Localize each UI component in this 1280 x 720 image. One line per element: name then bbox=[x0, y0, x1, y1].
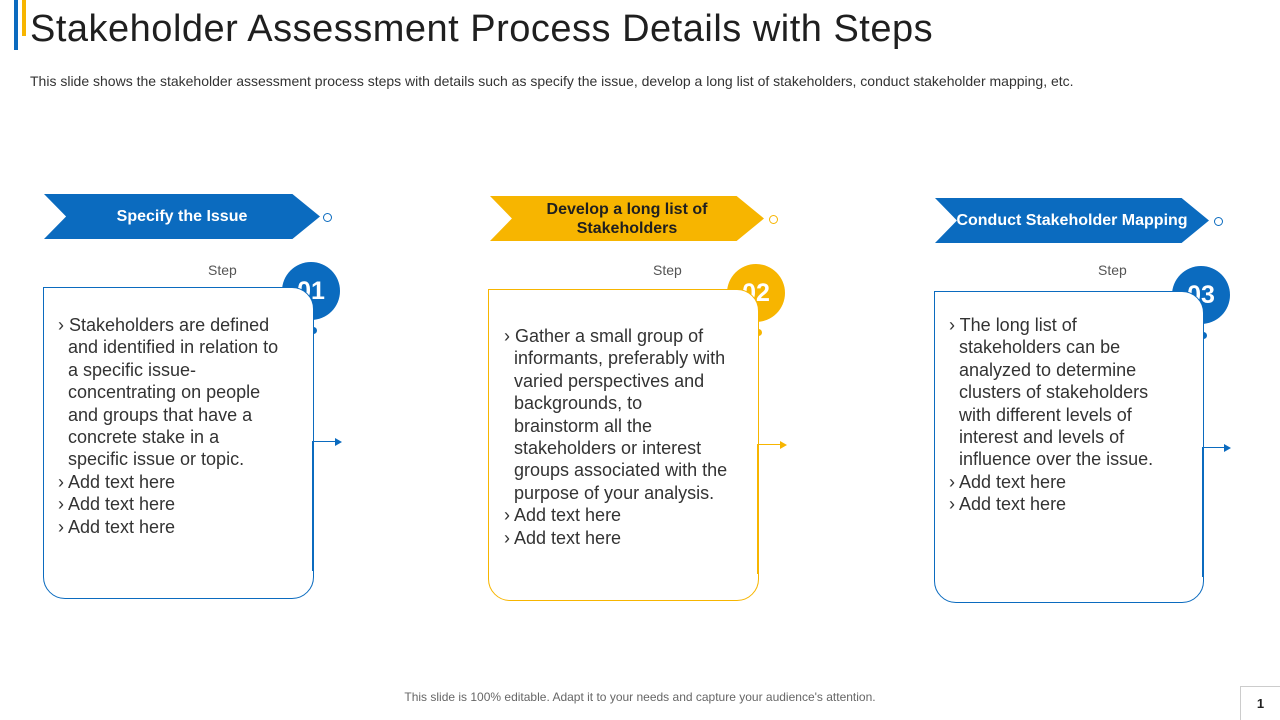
step-3-line-3: analyzed to determine bbox=[959, 359, 1137, 380]
step-2-line-2: informants, preferably with bbox=[514, 348, 726, 369]
step-2-text: › Gather a small group of informants, pr… bbox=[504, 325, 749, 549]
step-1-text: › Stakeholders are defined and identifie… bbox=[58, 314, 303, 538]
step-3-text: › The long list of stakeholders can be a… bbox=[949, 314, 1194, 516]
step-3-banner: Conduct Stakeholder Mapping bbox=[935, 198, 1209, 243]
step-3-arrow-icon bbox=[1224, 443, 1231, 452]
step-1-ring-marker bbox=[323, 213, 332, 222]
footer-note: This slide is 100% editable. Adapt it to… bbox=[404, 690, 876, 704]
page-number: 1 bbox=[1240, 686, 1280, 720]
step-3-label: Step bbox=[1098, 262, 1127, 278]
step-2-line-10: › Add text here bbox=[504, 527, 622, 548]
page-title: Stakeholder Assessment Process Details w… bbox=[30, 8, 934, 50]
step-3-line-6: interest and levels of bbox=[959, 427, 1125, 448]
step-2-connector-horizontal bbox=[757, 444, 781, 445]
title-accent-bar bbox=[14, 0, 18, 50]
step-3-line-9: › Add text here bbox=[949, 494, 1067, 515]
process-step-1: Specify the Issue Step 01 › Stakeholders… bbox=[0, 0, 400, 720]
title-accent-bar-secondary bbox=[22, 0, 26, 36]
page-subtitle: This slide shows the stakeholder assessm… bbox=[30, 73, 1074, 89]
step-2-line-3: varied perspectives and bbox=[514, 370, 705, 391]
step-1-line-5: and groups that have a bbox=[68, 404, 253, 425]
step-3-line-4: clusters of stakeholders bbox=[959, 382, 1149, 403]
step-1-connector bbox=[312, 441, 313, 571]
step-1-line-8: › Add text here bbox=[58, 471, 176, 492]
step-2-line-6: stakeholders or interest bbox=[514, 438, 702, 459]
step-3-line-8: › Add text here bbox=[949, 471, 1067, 492]
step-1-line-3: a specific issue- bbox=[68, 359, 197, 380]
step-2-line-5: brainstorm all the bbox=[514, 415, 653, 436]
step-1-arrow-icon bbox=[335, 437, 342, 446]
step-2-label: Step bbox=[653, 262, 682, 278]
step-1-line-1: › Stakeholders are defined bbox=[58, 315, 270, 335]
step-1-connector-horizontal bbox=[312, 441, 336, 442]
step-1-line-7: specific issue or topic. bbox=[68, 449, 245, 470]
step-2-content-card bbox=[488, 289, 759, 601]
step-1-content-card bbox=[43, 287, 314, 599]
step-2-banner: Develop a long list of Stakeholders bbox=[490, 196, 764, 241]
step-2-line-9: › Add text here bbox=[504, 505, 622, 526]
step-1-banner: Specify the Issue bbox=[44, 194, 320, 239]
step-1-line-4: concentrating on people bbox=[68, 382, 261, 403]
step-2-line-1: › Gather a small group of bbox=[504, 326, 704, 346]
process-step-3: Conduct Stakeholder Mapping Step 03 › Th… bbox=[0, 0, 1231, 720]
step-2-ring-marker bbox=[769, 215, 778, 224]
step-3-ring-marker bbox=[1214, 217, 1223, 226]
step-2-connector bbox=[757, 444, 758, 574]
step-3-connector bbox=[1202, 447, 1203, 577]
step-2-line-4: backgrounds, to bbox=[514, 393, 643, 414]
step-1-label: Step bbox=[208, 262, 237, 278]
step-1-line-2: and identified in relation to bbox=[68, 337, 279, 358]
step-1-line-9: › Add text here bbox=[58, 494, 176, 515]
step-3-line-1: › The long list of bbox=[949, 315, 1077, 335]
step-3-line-5: with different levels of bbox=[959, 404, 1132, 425]
step-2-line-7: groups associated with the bbox=[514, 460, 728, 481]
step-1-line-6: concrete stake in a bbox=[68, 427, 220, 448]
step-3-line-7: influence over the issue. bbox=[959, 449, 1154, 470]
step-3-connector-horizontal bbox=[1202, 447, 1224, 448]
step-3-content-card bbox=[934, 291, 1204, 603]
step-2-arrow-icon bbox=[780, 440, 787, 449]
step-1-line-10: › Add text here bbox=[58, 516, 176, 537]
step-2-line-8: purpose of your analysis. bbox=[514, 482, 715, 503]
step-3-line-2: stakeholders can be bbox=[959, 337, 1121, 358]
process-step-2: Develop a long list of Stakeholders Step… bbox=[0, 0, 787, 720]
